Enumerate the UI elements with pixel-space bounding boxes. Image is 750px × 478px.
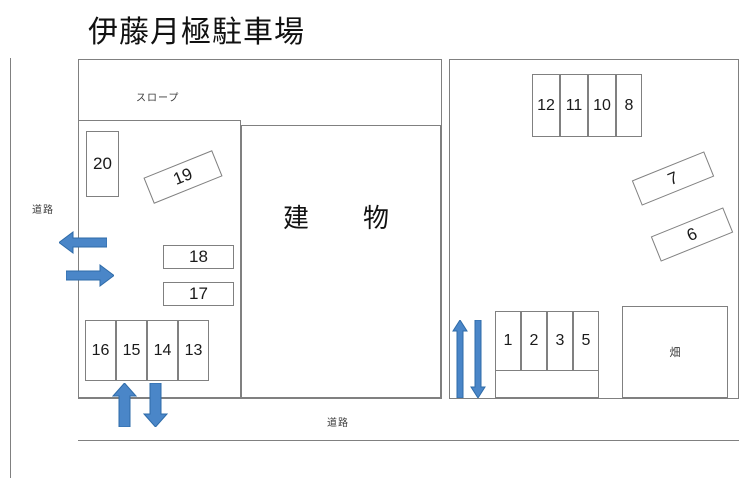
arrow-up-entry-left	[112, 383, 137, 427]
stall-10[interactable]: 10	[588, 74, 616, 137]
page-title: 伊藤月極駐車場	[88, 15, 305, 50]
field-plot: 畑	[622, 306, 728, 398]
stall-3[interactable]: 3	[547, 311, 573, 371]
stall-6[interactable]: 6	[650, 207, 734, 262]
site-right-border	[738, 59, 739, 399]
arrow-down-exit-right	[470, 320, 486, 398]
stall-17[interactable]: 17	[163, 282, 234, 306]
arrow-right-entry	[66, 264, 114, 287]
right-lot-aisle	[495, 311, 599, 398]
center-road-right-edge	[449, 59, 450, 399]
stall-20[interactable]: 20	[86, 131, 119, 197]
stall-15[interactable]: 15	[116, 320, 147, 381]
arrow-down-exit-left	[143, 383, 168, 427]
stall-8[interactable]: 8	[616, 74, 642, 137]
building-label: 建 物	[283, 204, 404, 234]
stall-13[interactable]: 13	[178, 320, 209, 381]
arrow-left-exit	[59, 231, 107, 254]
stall-2[interactable]: 2	[521, 311, 547, 371]
field-label: 畑	[669, 346, 681, 359]
site-bottom-border-right	[449, 398, 739, 399]
road-bottom-lower-edge	[78, 440, 739, 441]
arrow-up-entry-right	[452, 320, 468, 398]
stall-12[interactable]: 12	[532, 74, 560, 137]
site-top-border-left	[78, 59, 442, 60]
site-bottom-border-left	[78, 398, 442, 399]
site-top-border-right	[449, 59, 739, 60]
center-road-left-edge	[441, 59, 442, 399]
stall-7[interactable]: 7	[631, 151, 715, 206]
slope-label: スロープ	[136, 93, 180, 104]
road-bottom-label: 道路	[327, 418, 349, 429]
stall-11[interactable]: 11	[560, 74, 588, 137]
road-left-outer-edge	[10, 58, 11, 478]
stall-18[interactable]: 18	[163, 245, 234, 269]
stall-14[interactable]: 14	[147, 320, 178, 381]
stall-16[interactable]: 16	[85, 320, 116, 381]
stall-5[interactable]: 5	[573, 311, 599, 371]
building-outline	[241, 125, 441, 398]
road-left-label: 道路	[32, 205, 54, 216]
stall-1[interactable]: 1	[495, 311, 521, 371]
